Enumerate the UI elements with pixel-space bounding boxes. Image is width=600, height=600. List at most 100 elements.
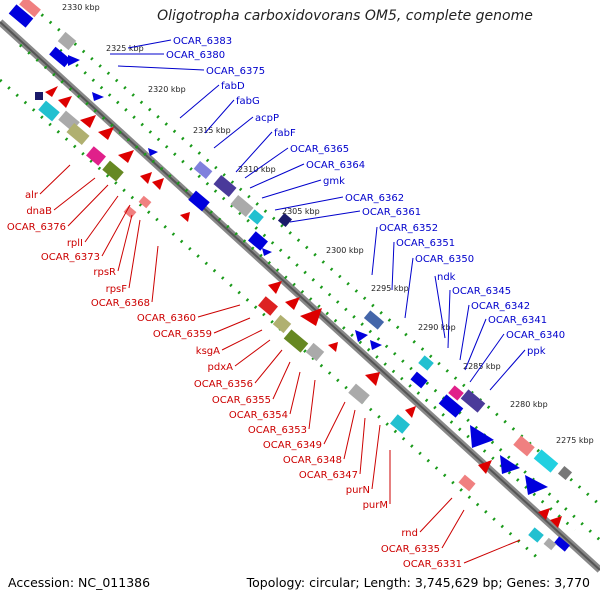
gene-block bbox=[277, 212, 293, 228]
gene-arrow bbox=[180, 212, 190, 222]
tick-label: 2305 kbp bbox=[282, 207, 320, 216]
gene-label: OCAR_6349 bbox=[263, 440, 322, 451]
gene-label: OCAR_6368 bbox=[91, 298, 150, 309]
tick-label: 2280 kbp bbox=[510, 400, 548, 409]
reverse-genes bbox=[45, 86, 562, 528]
label-leader bbox=[464, 318, 487, 371]
gene-block bbox=[272, 314, 292, 334]
gene-arrow bbox=[550, 516, 562, 528]
gene-block bbox=[193, 161, 213, 179]
gene-label: OCAR_6340 bbox=[506, 330, 565, 341]
gene-label: OCAR_6351 bbox=[396, 238, 455, 249]
gene-block bbox=[410, 371, 428, 389]
label-leader bbox=[434, 275, 446, 339]
gene-label: OCAR_6355 bbox=[212, 395, 271, 406]
gene-block bbox=[213, 174, 237, 198]
label-leader bbox=[469, 333, 505, 383]
label-leader bbox=[197, 304, 241, 318]
gene-block bbox=[38, 100, 60, 122]
gene-label: OCAR_6376 bbox=[7, 222, 66, 233]
label-leader bbox=[234, 339, 271, 367]
label-leader bbox=[213, 116, 254, 149]
map-title: Oligotropha carboxidovorans OM5, complet… bbox=[157, 8, 533, 24]
gene-block bbox=[19, 0, 41, 18]
gene-label: ppk bbox=[527, 346, 546, 357]
label-leader bbox=[254, 349, 283, 384]
gene-arrow bbox=[118, 150, 134, 163]
gene-block bbox=[418, 355, 434, 371]
accession-text: Accession: NC_011386 bbox=[8, 575, 151, 590]
gene-block bbox=[258, 296, 278, 316]
tick-label: 2290 kbp bbox=[418, 323, 456, 332]
gene-label: purN bbox=[346, 485, 370, 496]
gene-arrow bbox=[98, 127, 114, 140]
label-leader bbox=[84, 195, 119, 243]
gene-arrow bbox=[285, 297, 300, 310]
label-leader bbox=[274, 196, 344, 211]
gene-arrow bbox=[262, 248, 272, 256]
gene-block bbox=[248, 231, 268, 251]
label-leader bbox=[463, 539, 521, 564]
gene-block bbox=[283, 329, 309, 353]
gene-label: acpP bbox=[255, 113, 279, 124]
label-leader bbox=[179, 84, 220, 119]
gene-arrow bbox=[68, 55, 80, 66]
gene-label: alr bbox=[25, 190, 39, 201]
tick-label: 2325 kbp bbox=[106, 44, 144, 53]
gene-arrow bbox=[328, 342, 338, 352]
gene-block bbox=[363, 310, 385, 330]
gene-block bbox=[188, 190, 210, 212]
gene-label: OCAR_6373 bbox=[41, 252, 100, 263]
label-leader bbox=[489, 349, 526, 391]
gene-block bbox=[8, 4, 34, 28]
gene-label: rpsR bbox=[93, 267, 116, 278]
label-leader bbox=[441, 509, 465, 549]
gene-block bbox=[438, 394, 464, 418]
gene-arrow bbox=[355, 330, 368, 342]
genome-summary: Topology: circular; Length: 3,745,629 bp… bbox=[246, 575, 590, 590]
gene-arrow bbox=[478, 460, 492, 474]
gene-arrow bbox=[45, 86, 58, 97]
label-leader bbox=[221, 329, 263, 351]
label-leader bbox=[308, 379, 316, 430]
label-leader bbox=[127, 39, 172, 49]
tick-label: 2315 kbp bbox=[193, 126, 231, 135]
gene-block bbox=[533, 449, 559, 473]
label-leader bbox=[151, 245, 159, 303]
gene-arrow bbox=[268, 281, 282, 294]
gene-arrow bbox=[538, 508, 550, 520]
gene-label: OCAR_6345 bbox=[452, 286, 511, 297]
gene-block bbox=[248, 209, 264, 225]
label-leader bbox=[343, 409, 356, 460]
gene-block bbox=[557, 465, 573, 481]
gene-block bbox=[123, 205, 137, 219]
gene-block bbox=[513, 435, 535, 457]
gene-arrow bbox=[525, 475, 548, 495]
label-leader bbox=[371, 424, 381, 490]
gene-label: OCAR_6341 bbox=[488, 315, 547, 326]
gene-block bbox=[102, 160, 124, 182]
orf-rails bbox=[0, 0, 600, 562]
gene-label: rplI bbox=[67, 238, 83, 249]
gene-arrow bbox=[405, 406, 416, 418]
gene-label: fabG bbox=[236, 96, 260, 107]
gene-label: OCAR_6347 bbox=[299, 470, 358, 481]
label-leader bbox=[39, 164, 71, 195]
reverse-gene-labels: alrdnaBOCAR_6376rplIOCAR_6373rpsRrpsFOCA… bbox=[7, 164, 521, 570]
label-leader bbox=[359, 417, 366, 475]
gene-arrow bbox=[470, 425, 494, 448]
label-leader bbox=[53, 177, 96, 211]
forward-genes bbox=[8, 4, 570, 552]
gene-block bbox=[448, 385, 464, 401]
gene-label: OCAR_6359 bbox=[153, 329, 212, 340]
label-leader bbox=[391, 241, 395, 291]
gene-label: rpsF bbox=[106, 284, 128, 295]
gene-label: gmk bbox=[323, 176, 345, 187]
label-leader bbox=[213, 317, 251, 334]
gene-label: ndk bbox=[437, 272, 456, 283]
gene-label: OCAR_6364 bbox=[306, 160, 365, 171]
gene-arrow bbox=[92, 92, 104, 101]
gene-label: ksgA bbox=[196, 346, 220, 357]
